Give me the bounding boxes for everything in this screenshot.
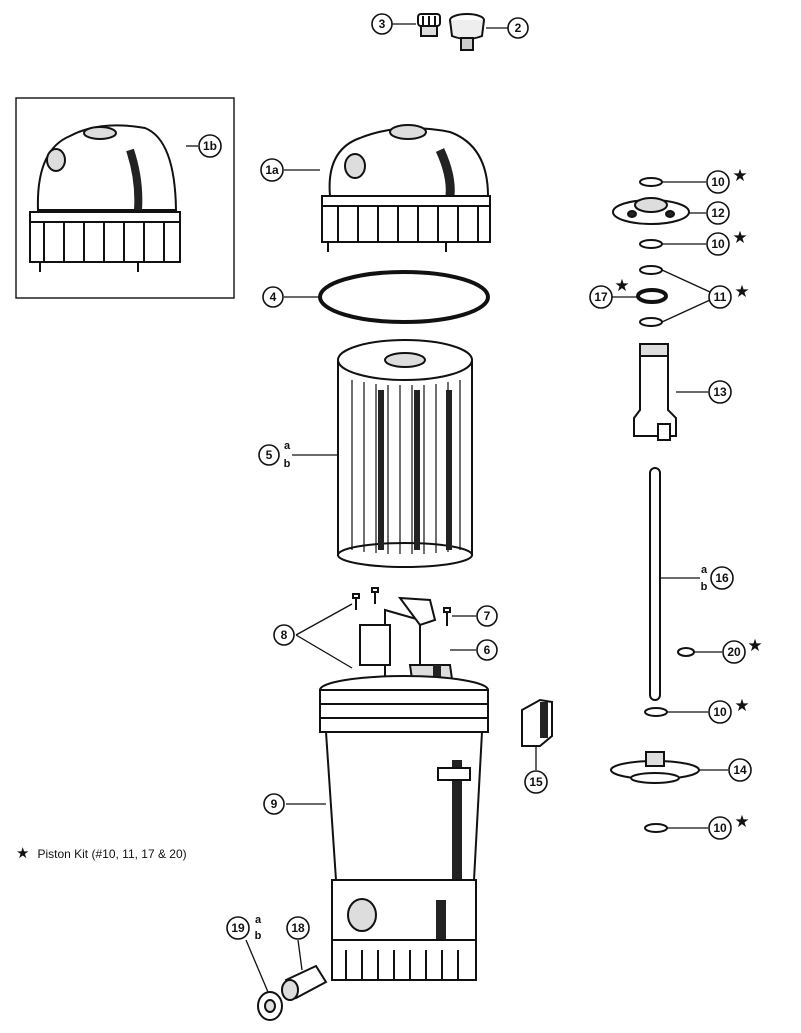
svg-text:18: 18 (291, 921, 305, 935)
svg-text:15: 15 (529, 775, 543, 789)
svg-text:19: 19 (231, 921, 245, 935)
callout-17: 17 ★ (589, 276, 630, 309)
part-3-air-relief-knob (417, 13, 441, 37)
svg-text:b: b (701, 581, 708, 593)
callout-10-bottom: 10 ★ (708, 812, 750, 840)
svg-text:3: 3 (379, 17, 386, 31)
svg-text:17: 17 (594, 290, 608, 304)
callout-1b: 1b (198, 134, 222, 158)
part-7-screw (443, 607, 451, 626)
part-13-piston-housing (633, 343, 677, 441)
callout-16: 16 a b (701, 564, 734, 593)
part-4-o-ring (318, 270, 490, 324)
callout-10-third: 10 ★ (708, 696, 750, 724)
part-2-pressure-gauge (449, 13, 485, 51)
svg-text:12: 12 (711, 206, 725, 220)
svg-text:14: 14 (733, 763, 747, 777)
callout-5: 5 a b (258, 440, 291, 470)
callout-11: 11 ★ (708, 282, 750, 309)
callout-6: 6 (476, 639, 498, 661)
svg-text:20: 20 (727, 645, 741, 659)
svg-text:16: 16 (715, 571, 729, 585)
svg-text:2: 2 (515, 21, 522, 35)
svg-text:★: ★ (614, 276, 629, 296)
part-10-washer-3 (644, 707, 668, 717)
svg-text:a: a (284, 440, 291, 452)
callout-19: 19 a b (226, 914, 262, 942)
svg-text:★: ★ (734, 812, 749, 832)
star-icon: ★ (16, 844, 30, 862)
part-15-clip (521, 698, 553, 747)
leader-lines (186, 23, 728, 993)
legend-text: Piston Kit (#10, 11, 17 & 20) (37, 847, 187, 861)
svg-text:★: ★ (734, 282, 749, 302)
callout-4: 4 (262, 286, 284, 308)
svg-text:6: 6 (484, 643, 491, 657)
part-12-cap (612, 197, 690, 225)
svg-text:10: 10 (713, 821, 727, 835)
svg-text:★: ★ (732, 166, 747, 186)
part-1b-tank-lid-alt (29, 124, 181, 272)
part-16-rod (649, 467, 661, 701)
part-1a-tank-lid (321, 124, 491, 252)
piston-kit-legend: ★ Piston Kit (#10, 11, 17 & 20) (16, 844, 187, 862)
part-14-piston (610, 751, 700, 784)
part-10-washer-4 (644, 823, 668, 833)
part-11-o-rings (639, 265, 663, 327)
callout-20: 20 ★ (722, 636, 763, 664)
part-8-screws (352, 587, 379, 610)
svg-text:10: 10 (711, 175, 725, 189)
part-9-tank-body (319, 675, 489, 981)
part-5-filter-cartridge (337, 339, 473, 568)
callout-2: 2 (507, 17, 529, 39)
part-20-o-ring (677, 647, 695, 657)
svg-text:a: a (701, 564, 708, 576)
part-18-drain-plug (281, 964, 328, 1001)
svg-text:10: 10 (711, 237, 725, 251)
svg-text:5: 5 (266, 448, 273, 462)
part-17-bushing (636, 288, 668, 304)
part-10-washer-top (639, 177, 663, 187)
svg-text:★: ★ (734, 696, 749, 716)
svg-text:8: 8 (281, 628, 288, 642)
svg-text:13: 13 (713, 385, 727, 399)
callout-14: 14 (728, 758, 752, 782)
svg-text:b: b (255, 930, 262, 942)
svg-text:4: 4 (270, 290, 277, 304)
svg-text:7: 7 (484, 609, 491, 623)
callout-3: 3 (371, 13, 393, 35)
callout-13: 13 (708, 380, 732, 404)
callout-18: 18 (286, 916, 310, 940)
svg-text:★: ★ (732, 228, 747, 248)
callout-1a: 1a (260, 158, 284, 182)
svg-text:b: b (284, 458, 291, 470)
svg-text:a: a (255, 914, 262, 926)
callout-10-top: 10 ★ (706, 166, 748, 194)
svg-text:10: 10 (713, 705, 727, 719)
part-19-drain-cap (257, 991, 283, 1021)
callout-8: 8 (273, 624, 295, 646)
svg-text:11: 11 (714, 290, 727, 304)
inset-frame (15, 97, 235, 299)
svg-text:1a: 1a (265, 163, 279, 177)
svg-text:9: 9 (271, 797, 278, 811)
callout-7: 7 (476, 605, 498, 627)
part-10-washer-2 (639, 239, 663, 249)
callout-12: 12 (706, 201, 730, 225)
svg-text:1b: 1b (203, 139, 217, 153)
callout-15: 15 (524, 770, 548, 794)
callout-9: 9 (263, 793, 285, 815)
svg-text:★: ★ (747, 636, 762, 656)
callout-10-second: 10 ★ (706, 228, 748, 256)
